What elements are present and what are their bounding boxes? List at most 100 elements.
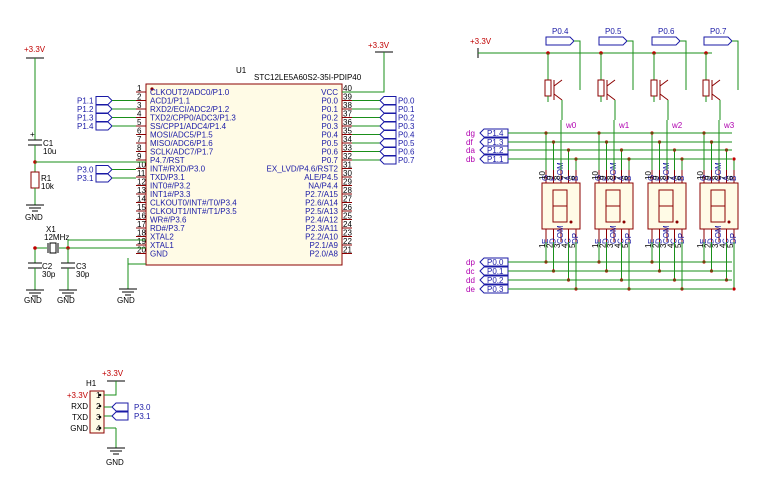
- port-flag: [95, 113, 113, 122]
- digit-name: w3: [723, 121, 735, 130]
- mcu-pin-num: 10: [137, 161, 146, 170]
- mcu-pin-name: GND: [150, 250, 168, 259]
- mcu-pin-num: 39: [343, 93, 352, 102]
- mcu-pin-name: WR#/P3.6: [150, 216, 187, 225]
- port-label: P3.0: [134, 403, 151, 412]
- mcu-pin-name: CLKOUT0/INT#/T0/P3.4: [150, 199, 237, 208]
- seg-pin-name: E: [594, 239, 603, 244]
- port-flag: [111, 411, 129, 421]
- seg-bus-label: da: [466, 146, 475, 155]
- seg-pin-num: 4: [614, 243, 623, 248]
- mcu-pin-name: P2.7/A15: [305, 190, 338, 199]
- mcu-pin-name: P0.6: [322, 148, 339, 157]
- port-flag: [703, 36, 733, 46]
- mcu-pin-name: CLKOUT2/ADC0/P1.0: [150, 88, 230, 97]
- port-flag: [95, 104, 113, 114]
- h1-pin-dot: [98, 404, 102, 408]
- h1-pin-num: 4: [96, 424, 101, 433]
- seg-pin-name: A: [564, 175, 573, 181]
- c2-value: 30p: [42, 270, 56, 279]
- seg-bus-port: P0.1: [487, 267, 504, 276]
- digit-port-label: P0.6: [658, 27, 675, 36]
- seg-pin-name: COM: [609, 162, 618, 181]
- x1-ref: X1: [46, 225, 56, 234]
- port-label: P1.2: [77, 105, 94, 114]
- mcu-gnd: [119, 258, 146, 296]
- seg-pin-name: DP: [729, 233, 738, 244]
- base-resistor: [650, 79, 658, 97]
- seg-pin-num: 10: [591, 171, 600, 180]
- mcu-pin-num: 30: [343, 169, 352, 178]
- seg-bus-label: dg: [466, 129, 475, 138]
- seg-pin-name: D: [602, 238, 611, 244]
- seg-pin-name: DP: [677, 233, 686, 244]
- seg-pin-name: COM: [556, 162, 565, 181]
- base-resistor: [702, 79, 710, 97]
- port-label: P0.7: [398, 156, 415, 165]
- seg-pin-num: 1: [538, 243, 547, 248]
- seg-pin-num: 5: [726, 243, 735, 248]
- seg-pin-name: G: [541, 175, 550, 181]
- seg-pin-num: 7: [614, 175, 623, 180]
- pin1-marker: [150, 87, 154, 91]
- x1-value: 12MHz: [44, 233, 69, 242]
- seg-pin-name: G: [594, 175, 603, 181]
- digit-name: w0: [565, 121, 577, 130]
- seg-pin-name: F: [707, 176, 716, 181]
- seg-pin-num: 3: [659, 243, 668, 248]
- mcu-pin-name: P2.4/A12: [305, 216, 338, 225]
- seg-pin-name: E: [647, 239, 656, 244]
- port-label: P1.4: [77, 122, 94, 131]
- seg-pin-name: COM: [609, 225, 618, 244]
- mcu-pin-num: 2: [137, 93, 142, 102]
- h1-pin-label: GND: [70, 424, 88, 433]
- gnd-label-c2: GND: [24, 296, 42, 305]
- c3-value: 30p: [76, 270, 90, 279]
- h1-body: [89, 390, 105, 434]
- port-flag: [379, 147, 397, 156]
- h1-pin-num: 2: [96, 402, 101, 411]
- mcu-pin-name: P0.7: [322, 156, 339, 165]
- seg-pin-name: G: [699, 175, 708, 181]
- mcu-pin-num: 38: [343, 101, 352, 110]
- mcu-pin-name: P0.1: [322, 105, 339, 114]
- port-label: P0.1: [398, 105, 415, 114]
- seg-pin-num: 2: [546, 243, 555, 248]
- port-flag: [651, 36, 681, 46]
- h1-pin-label: RXD: [71, 402, 88, 411]
- r1-body: [30, 171, 40, 189]
- seg-pin-num: 1: [696, 243, 705, 248]
- seg-pin-num: 2: [599, 243, 608, 248]
- seg-pin-num: 2: [652, 243, 661, 248]
- port-label: P0.0: [398, 97, 415, 106]
- seg-pin-num: 8: [553, 175, 562, 180]
- seg-pin-num: 4: [667, 243, 676, 248]
- seg-pin-num: 6: [621, 175, 630, 180]
- seg-pin-num: 10: [538, 171, 547, 180]
- h1-pin-label: +3.3V: [67, 391, 89, 400]
- seg-pin-num: 8: [606, 175, 615, 180]
- mcu-pin-name: MOSI/ADC5/P1.5: [150, 131, 213, 140]
- mcu-pin-name: SCLK/ADC7/P1.7: [150, 148, 214, 157]
- seg-pin-num: 5: [621, 243, 630, 248]
- seg-pin-name: C: [564, 238, 573, 244]
- seg-bus-label: db: [466, 155, 475, 164]
- seg-pin-name: D: [655, 238, 664, 244]
- h1-pin-num: 1: [96, 391, 101, 400]
- mcu-pin-name: P2.6/A14: [305, 199, 338, 208]
- mcu-pin-num: 9: [137, 152, 142, 161]
- base-resistor: [597, 79, 605, 97]
- mcu-pin-num: 8: [137, 144, 142, 153]
- port-flag: [379, 130, 397, 139]
- mcu-pin-name: P0.0: [322, 97, 339, 106]
- mcu-pin-name: P2.1/A9: [310, 241, 339, 250]
- port-flag: [379, 121, 397, 131]
- mcu-pin-name: XTAL1: [150, 241, 174, 250]
- mcu-pin-num: 25: [343, 212, 352, 221]
